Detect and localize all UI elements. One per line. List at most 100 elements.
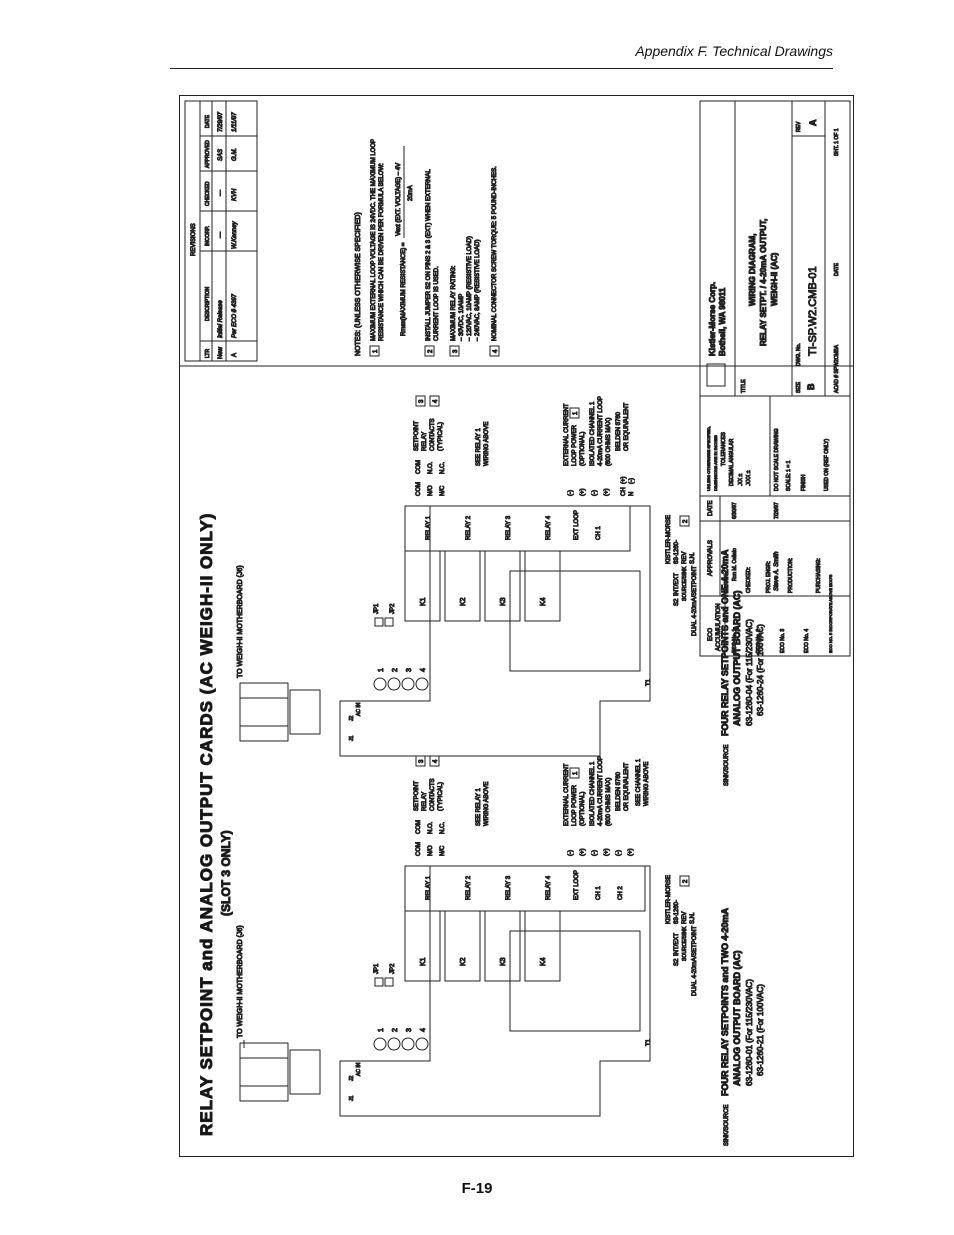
dwg-no: TI-SP.W2.CMB-01 — [807, 266, 819, 356]
left-ch2-plus: (+) — [628, 848, 634, 856]
proj-name: Steve A. Smith — [774, 551, 780, 591]
size-value: B — [806, 383, 816, 390]
note-4-num: 4 — [493, 349, 499, 353]
right-n-ch-2: N — [629, 492, 635, 496]
eco-title-2: ACCUMULATION — [716, 603, 722, 651]
right-dual: DUAL 4-20mA/SETPOINT — [692, 566, 698, 636]
right-ext-minus: (-) — [568, 490, 574, 496]
rev-r1-date: 7/29/97 — [218, 111, 224, 132]
title-block: ECO ACCUMULATION ECO No. 1 ECO No. 2 ECO… — [699, 100, 851, 657]
right-ext-plus: (+) — [580, 488, 586, 496]
left-ch1-plus: (+) — [604, 848, 610, 856]
proj-engr-label: PROJ. ENGR: — [766, 561, 772, 593]
rev-r2-approved: G.M. — [232, 148, 238, 161]
left-see-relay-2: WIRING ABOVE — [484, 782, 490, 826]
left-dual: DUAL 4-20mA/SETPOINT — [692, 926, 698, 996]
rev-h-date: DATE — [205, 114, 211, 128]
page-number: F-19 — [461, 1180, 493, 1197]
right-sp-no: N.O. — [428, 461, 434, 474]
left-part-2: 63-1260-21 (For 100VAC) — [756, 984, 765, 1076]
wiring-diagram: RELAY SETPOINT and ANALOG OUTPUT CARDS (… — [180, 100, 853, 1147]
rev-r1-desc: Initial Release — [218, 300, 224, 338]
acad-number: ACAD # SPW2CMBA — [834, 344, 840, 393]
tol-5: .XX ± — [738, 474, 744, 486]
left-j2: J2 — [349, 1076, 355, 1082]
left-isolated-3: (600 OHMS MAX) — [606, 778, 612, 826]
left-sp-desc-4: (TYPICAL) — [438, 782, 444, 811]
left-sp-no: N.O. — [428, 821, 434, 834]
right-board: TO WEIGH-II MOTHERBOARD (J6) J1 J2 AC IN… — [237, 395, 766, 787]
left-ext-current-1: EXTERNAL CURRENT — [564, 763, 570, 826]
date-field: DATE — [834, 262, 840, 276]
drawn-date: 6/30/97 — [732, 502, 738, 519]
right-kistler-4: S.N. — [690, 552, 696, 564]
right-ch1-row: CH 1 — [596, 526, 602, 540]
rev-h-checked: CHECKED — [205, 181, 211, 206]
rev-r2-checked: KVH — [232, 188, 238, 201]
rev-h-incorp: INCORP. — [205, 226, 211, 246]
right-extloop-row: EXT LOOP — [574, 510, 580, 540]
right-source-sink: SOURCE/SINK — [682, 566, 688, 601]
right-relay3-row: RELAY 3 — [506, 515, 512, 540]
right-caption-2: ANALOG OUTPUT BOARD (AC) — [732, 591, 742, 727]
page-header: Appendix F. Technical Drawings — [635, 43, 833, 59]
right-jp2: JP2 — [390, 603, 396, 614]
dwg-title-1: WIRING DIAGRAM, — [748, 234, 757, 306]
rev-h-approved: APPROVED — [205, 140, 211, 168]
production-label: PRODUCTION: — [788, 558, 794, 593]
left-motherboard-label: TO WEIGH-II MOTHERBOARD (J6) — [237, 925, 244, 1038]
tol-4: DECIMAL ANGULAR — [729, 438, 735, 486]
left-k2: K2 — [460, 957, 467, 966]
left-sink-source: SINK/SOURCE — [724, 1105, 730, 1146]
right-t1: T1 — [646, 678, 652, 686]
right-pin-4: 4 — [420, 668, 427, 672]
left-kistler-4: S.N. — [690, 912, 696, 924]
left-see-relay-1: SEE RELAY 1 — [476, 788, 482, 826]
right-term-com: COM — [416, 482, 422, 496]
left-note-ref-2: 2 — [683, 879, 689, 883]
company-city: Bothell, WA 98011 — [718, 287, 727, 356]
left-caption-1: FOUR RELAY SETPOINTS and TWO 4-20mA — [720, 907, 730, 1096]
left-note-ref-3: 3 — [419, 759, 425, 763]
eco-3: ECO No. 3 — [780, 629, 786, 653]
right-ch1-minus: (-) — [592, 490, 598, 496]
right-ext-current-1: EXTERNAL CURRENT — [564, 403, 570, 466]
left-ext-minus: (-) — [568, 850, 574, 856]
right-ch1-plus: (+) — [604, 488, 610, 496]
notes-heading: NOTES: (UNLESS OTHERWISE SPECIFIED) — [355, 212, 362, 356]
right-n-ch-4: (-) — [629, 478, 635, 484]
tol-2: DIMENSIONS ARE IN INCHES — [713, 435, 718, 491]
right-motherboard-label: TO WEIGH-II MOTHERBOARD (J6) — [237, 565, 244, 678]
left-sp-nc: N.C. — [440, 822, 446, 834]
note-3a: MAXIMUM RELAY RATING: — [451, 265, 457, 341]
left-jp1: JP1 — [374, 963, 380, 974]
right-relay1-row: RELAY 1 — [426, 515, 432, 540]
rev-r2-desc: Per ECO # 4397 — [232, 293, 238, 338]
used-on: USED ON (REF ONLY) — [824, 439, 830, 491]
left-s2: S2 — [674, 958, 680, 966]
eco-1: ECO No. 1 — [732, 629, 738, 653]
right-k3: K3 — [500, 597, 507, 606]
right-see-relay-1: SEE RELAY 1 — [476, 428, 482, 466]
note-2a: INSTALL JUMPER S2 ON PINS 2 & 3 (EXT) WH… — [426, 169, 432, 341]
note-1b: RESISTANCE WHICH CAN BE DRIVEN PER FORMU… — [379, 163, 385, 341]
purchasing-label: PURCHASING: — [816, 558, 822, 593]
left-ext-current-2: LOOP POWER — [572, 784, 578, 826]
revisions-title: REVISIONS — [191, 223, 197, 256]
left-kistler-2: 63-1260- — [674, 900, 680, 924]
right-ext-current-2: LOOP POWER — [572, 424, 578, 466]
right-belden-1: BELDEN 8760 — [616, 411, 622, 451]
right-note-ref-2: 2 — [683, 519, 689, 523]
left-pin-2: 2 — [392, 1028, 399, 1032]
left-ext-plus: (+) — [580, 848, 586, 856]
rev-r2-incorp: W.Kenney — [232, 221, 238, 249]
note-2-num: 2 — [428, 349, 434, 353]
drawn-by: Ron M. Cellaio — [732, 548, 738, 581]
eco-2: ECO No. 2 — [756, 629, 762, 653]
left-source-sink: SOURCE/SINK — [682, 926, 688, 961]
formula-den: 20mA — [408, 185, 414, 201]
company-name: Kistler-Morse Corp. — [708, 282, 717, 356]
right-n-ch-1: CH — [621, 487, 627, 496]
left-k4: K4 — [540, 957, 547, 966]
rev-r2-date: 1/11/97 — [232, 112, 238, 132]
